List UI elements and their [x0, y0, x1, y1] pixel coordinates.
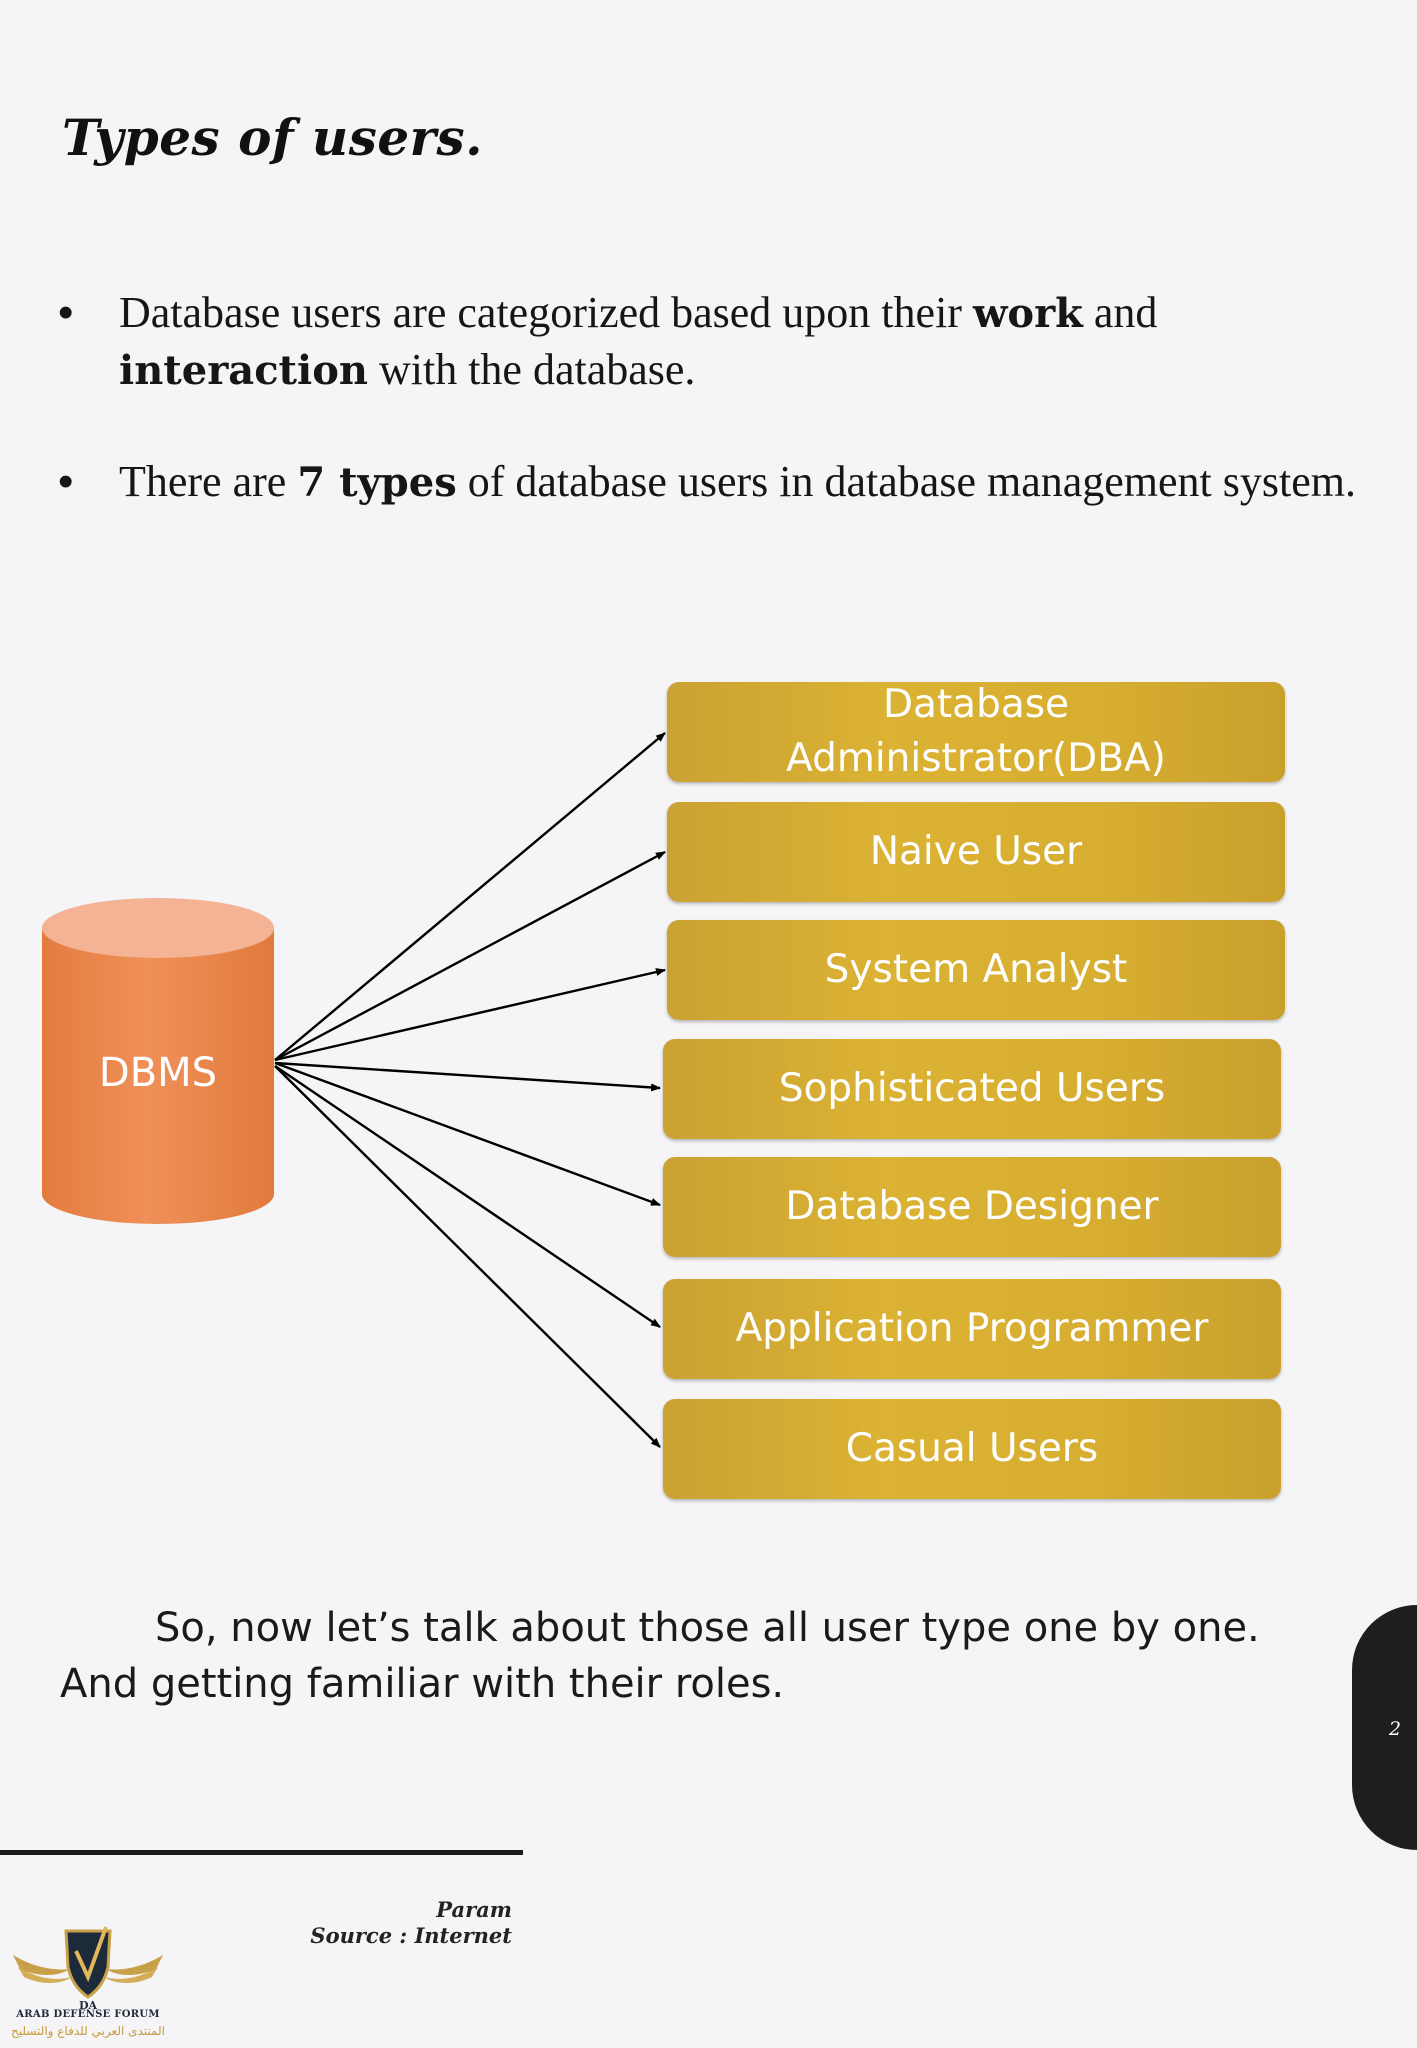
closing-text: So, now let’s talk about those all user … — [60, 1605, 1260, 1707]
page-number-tab — [1352, 1605, 1417, 1850]
connector-arrow — [274, 1061, 661, 1207]
user-type-label: Application Programmer — [735, 1306, 1209, 1351]
connector-arrow — [274, 968, 666, 1062]
user-type-label: Database Administrator(DBA) — [786, 682, 1166, 781]
user-type-box-programmer: Application Programmer — [663, 1279, 1281, 1379]
svg-text:DA: DA — [79, 1999, 98, 2012]
user-type-box-analyst: System Analyst — [667, 920, 1285, 1020]
connector-arrow — [274, 732, 666, 1061]
slide-title: Types of users. — [62, 108, 484, 167]
user-type-box-casual: Casual Users — [663, 1399, 1281, 1499]
logo-text-english: ARAB DEFENSE FORUM — [16, 2009, 160, 2020]
bullet-item: • There are 7 types of database users in… — [58, 454, 1358, 511]
arab-defense-forum-logo-icon: DA — [13, 1926, 163, 2012]
footer-source: Source : Internet — [310, 1923, 512, 1948]
bullet-item: • Database users are categorized based u… — [58, 285, 1358, 399]
user-type-box-designer: Database Designer — [663, 1157, 1281, 1257]
footer-author: Param — [436, 1897, 512, 1922]
connector-arrow — [274, 850, 666, 1062]
user-type-box-sophisticated: Sophisticated Users — [663, 1039, 1281, 1139]
connector-arrow — [274, 1065, 661, 1448]
dbms-cylinder-icon — [42, 898, 274, 1224]
bullet-marker: • — [58, 457, 74, 506]
logo-text-arabic: المنتدى العربي للدفاع والتسليح — [11, 2024, 165, 2038]
user-type-label: System Analyst — [824, 947, 1128, 992]
connector-arrow — [274, 1065, 661, 1328]
user-type-label: Casual Users — [845, 1426, 1099, 1471]
bullet-marker: • — [58, 288, 74, 337]
connector-arrow — [274, 1061, 661, 1092]
bullet-text: and — [1082, 288, 1158, 337]
bullet-text: of database users in database management… — [456, 457, 1356, 506]
bullet-text: with the database. — [367, 345, 696, 394]
bullet-text: Database users are categorized based upo… — [119, 288, 973, 337]
user-type-label: Naive User — [869, 829, 1083, 874]
dbms-label: DBMS — [98, 1050, 218, 1096]
user-type-box-dba: Database Administrator(DBA) — [667, 682, 1285, 782]
user-type-label: Sophisticated Users — [778, 1066, 1166, 1111]
bullet-text-bold: interaction — [119, 347, 368, 394]
bullet-text-bold: work — [972, 290, 1083, 337]
footer-divider — [0, 1850, 523, 1855]
bullet-text: There are — [119, 457, 298, 506]
bullet-list: • Database users are categorized based u… — [58, 285, 1358, 511]
user-type-box-naive: Naive User — [667, 802, 1285, 902]
user-type-label: Database Designer — [785, 1184, 1159, 1229]
bullet-text-bold: 7 types — [297, 459, 457, 506]
page-number: 2 — [1388, 1718, 1402, 1740]
